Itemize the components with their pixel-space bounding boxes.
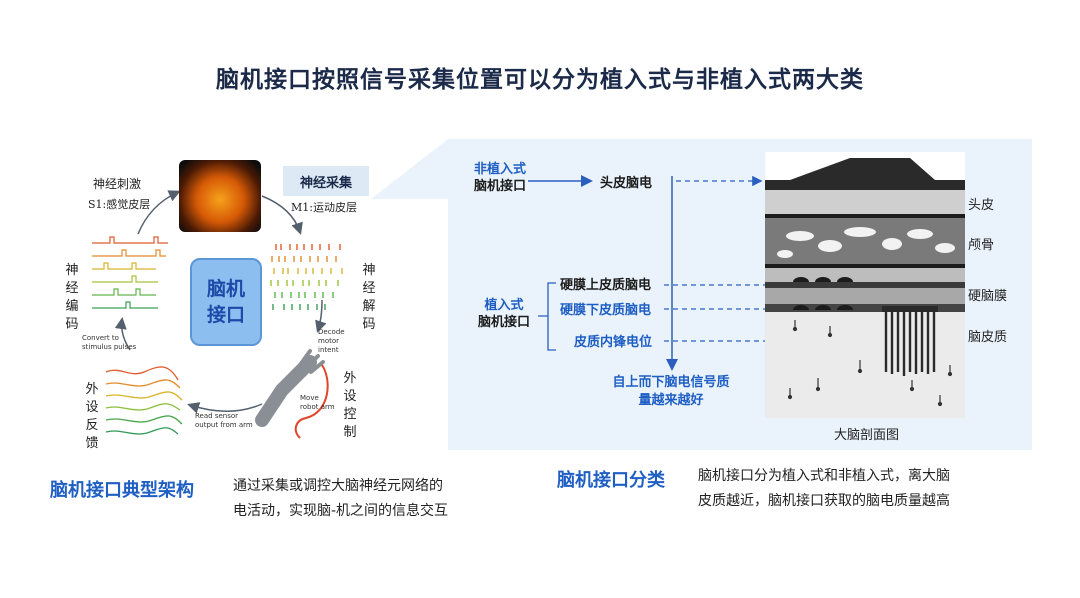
invasive-line2: 脑机接口: [477, 315, 530, 330]
classification-desc-line1: 脑机接口分为植入式和非植入式，离大脑: [698, 468, 950, 484]
control-label: 外设控制: [343, 371, 357, 440]
layer-dura-label: 硬脑膜: [968, 289, 1008, 304]
arrow-left-up: [114, 317, 131, 351]
read-note: Read sensor output from arm: [195, 412, 253, 429]
page-title: 脑机接口按照信号采集位置可以分为植入式与非植入式两大类: [216, 67, 864, 93]
noninvasive-label: 非植入式 脑机接口: [470, 161, 530, 195]
quality-note: 自上而下脑电信号质 量越来越好: [598, 374, 744, 410]
layer-scalp-label: 头皮: [968, 198, 995, 213]
intracortical-label: 皮质内锋电位: [574, 335, 653, 350]
stim-label: 神经刺激: [93, 177, 142, 191]
epidural-label: 硬膜上皮质脑电: [560, 278, 652, 293]
feedback-waves: [105, 366, 183, 435]
m1-label: M1:运动皮层: [291, 201, 357, 214]
scalp-eeg-label: 头皮脑电: [600, 176, 653, 191]
brain-activity-image: [179, 160, 261, 232]
encoding-waveforms: [92, 236, 168, 309]
feedback-label: 外设反馈: [85, 382, 99, 451]
classification-heading: 脑机接口分类: [557, 470, 665, 491]
subdural-label: 硬膜下皮质脑电: [560, 303, 652, 318]
architecture-description: 通过采集或调控大脑神经元网络的 电活动，实现脑-机之间的信息交互: [233, 474, 448, 524]
convert-note: Convert to stimulus pulses: [82, 334, 137, 351]
move-note: Move robot arm: [300, 394, 335, 411]
robot-arm-icon: [255, 349, 329, 439]
invasive-label: 植入式 脑机接口: [474, 297, 534, 331]
encode-label: 神经编码: [65, 263, 79, 332]
classification-description: 脑机接口分为植入式和非植入式，离大脑 皮质越近，脑机接口获取的脑电质量越高: [698, 464, 950, 514]
cross-section-caption: 大脑剖面图: [834, 428, 900, 443]
architecture-heading: 脑机接口典型架构: [50, 480, 194, 501]
noninvasive-line1: 非植入式: [473, 162, 526, 177]
decode-label: 神经解码: [362, 263, 376, 332]
quality-line1: 自上而下脑电信号质: [612, 375, 730, 390]
quality-line2: 量越来越好: [638, 393, 704, 408]
layer-skull-label: 颅骨: [968, 238, 995, 253]
arrow-right-down: [315, 299, 327, 333]
arrow-top-right: [261, 195, 303, 235]
panel-pointer: [371, 139, 448, 199]
bci-center-label: 脑机接口: [206, 278, 245, 326]
architecture-desc-line1: 通过采集或调控大脑神经元网络的: [233, 478, 443, 494]
collect-label: 神经采集: [283, 166, 369, 196]
decode-note: Decode motor intent: [318, 328, 345, 354]
invasive-line1: 植入式: [484, 298, 524, 313]
s1-label: S1:感觉皮层: [88, 198, 151, 211]
architecture-desc-line2: 电活动，实现脑-机之间的信息交互: [233, 503, 449, 519]
layer-cortex-label: 脑皮质: [968, 330, 1008, 345]
arrow-bottom: [187, 402, 263, 414]
classification-desc-line2: 皮质越近，脑机接口获取的脑电质量越高: [698, 493, 950, 509]
arrow-top-left: [137, 190, 181, 235]
noninvasive-line2: 脑机接口: [473, 179, 526, 194]
bci-center-box: 脑机接口: [190, 258, 262, 346]
decoding-raster: [270, 244, 343, 310]
